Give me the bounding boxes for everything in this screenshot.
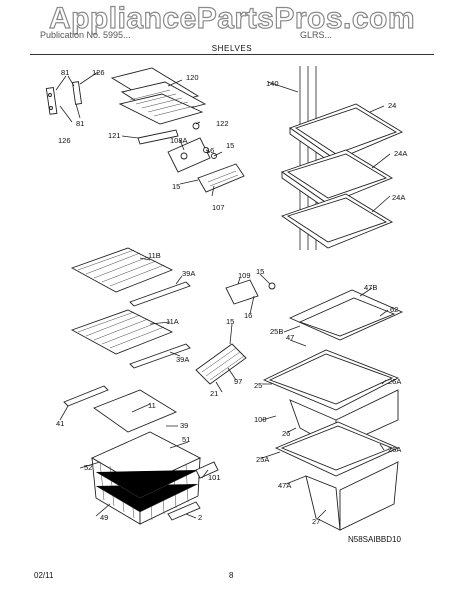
callout-24: 24 bbox=[388, 101, 396, 110]
trim-39a-lower-part bbox=[129, 343, 191, 369]
leader-lines bbox=[55, 71, 391, 519]
callout-27: 27 bbox=[312, 517, 320, 526]
rail-121-part bbox=[137, 129, 179, 145]
callout-108a: 108A bbox=[170, 136, 188, 145]
wire-basket-49-part bbox=[91, 431, 202, 525]
callout-25: 25 bbox=[254, 381, 262, 390]
callout-26a-upper: 26A bbox=[388, 377, 401, 386]
callout-109: 109 bbox=[238, 271, 251, 280]
trim-39a-upper-part bbox=[129, 281, 191, 307]
callout-41: 41 bbox=[56, 419, 64, 428]
duct-97-part bbox=[195, 343, 247, 385]
trim-41-part bbox=[63, 385, 109, 407]
control-housing-part bbox=[167, 137, 245, 193]
callout-15a: 15 bbox=[226, 141, 234, 150]
watermark: AppliancePartsPros.com bbox=[48, 1, 416, 35]
callout-126b: 126 bbox=[58, 136, 71, 145]
callout-62: 62 bbox=[390, 305, 398, 314]
crisper-cover-120-part bbox=[110, 67, 207, 125]
callout-15c: 15 bbox=[256, 267, 264, 276]
footer-date: 02/11 bbox=[34, 571, 54, 580]
callout-26: 26 bbox=[282, 429, 290, 438]
diagram-code: N58SAIBBD10 bbox=[348, 535, 401, 544]
callout-labels: 81 126 81 126 120 122 121 108A 16 15 15 … bbox=[56, 68, 407, 526]
callout-16a: 16 bbox=[206, 146, 214, 155]
callout-11: 11 bbox=[148, 401, 156, 410]
callout-2: 2 bbox=[198, 513, 202, 522]
footer-page: 8 bbox=[229, 571, 234, 580]
callout-11a: 11A bbox=[166, 317, 179, 326]
clip-101-part bbox=[195, 461, 219, 479]
shelf-bracket-part bbox=[45, 81, 83, 115]
callout-16b: 16 bbox=[244, 311, 252, 320]
knob-15-part bbox=[268, 282, 276, 290]
callout-47a: 47A bbox=[278, 481, 291, 490]
callout-21: 21 bbox=[210, 389, 218, 398]
control-109-part bbox=[225, 279, 259, 305]
callout-47: 47 bbox=[286, 333, 294, 342]
callout-24a-upper: 24A bbox=[394, 149, 407, 158]
callout-49: 49 bbox=[100, 513, 108, 522]
callout-11b: 11B bbox=[148, 251, 161, 260]
callout-24a-lower: 24A bbox=[392, 193, 405, 202]
callout-26a-lower: 26A bbox=[388, 445, 401, 454]
callout-39: 39 bbox=[180, 421, 188, 430]
callout-107: 107 bbox=[212, 203, 225, 212]
callout-39a-upper: 39A bbox=[182, 269, 195, 278]
callout-121: 121 bbox=[108, 131, 121, 140]
callout-122: 122 bbox=[216, 119, 229, 128]
callout-25b: 25B bbox=[270, 327, 283, 336]
glass-shelf-24a-upper-part bbox=[281, 149, 393, 211]
callout-15b: 15 bbox=[172, 182, 180, 191]
callout-81a: 81 bbox=[61, 68, 69, 77]
callout-97: 97 bbox=[234, 377, 242, 386]
callout-25a: 25A bbox=[256, 455, 269, 464]
callout-81b: 81 bbox=[76, 119, 84, 128]
callout-39a-lower: 39A bbox=[176, 355, 189, 364]
crisper-drawer-lower-part bbox=[274, 421, 400, 531]
trim-2-part bbox=[167, 501, 201, 521]
wire-shelf-11a-part bbox=[70, 309, 174, 355]
callout-52: 52 bbox=[84, 463, 92, 472]
callout-47b: 47B bbox=[364, 283, 377, 292]
section-title: SHELVES bbox=[211, 44, 253, 53]
header-left: Publication No. 5995... bbox=[40, 30, 131, 40]
glass-shelf-24-part bbox=[289, 103, 403, 167]
header-rule bbox=[30, 54, 434, 55]
callout-15d: 15 bbox=[226, 317, 234, 326]
screw-122-part bbox=[192, 122, 200, 130]
callout-101: 101 bbox=[208, 473, 221, 482]
crisper-drawer-upper-part bbox=[262, 289, 404, 449]
callout-51: 51 bbox=[182, 435, 190, 444]
callout-100: 100 bbox=[254, 415, 267, 424]
header-right: GLRS... bbox=[300, 30, 333, 40]
callout-140: 140 bbox=[266, 79, 279, 88]
glass-shelf-24a-lower-part bbox=[281, 193, 393, 249]
callout-120: 120 bbox=[186, 73, 199, 82]
callout-126a: 126 bbox=[92, 68, 105, 77]
